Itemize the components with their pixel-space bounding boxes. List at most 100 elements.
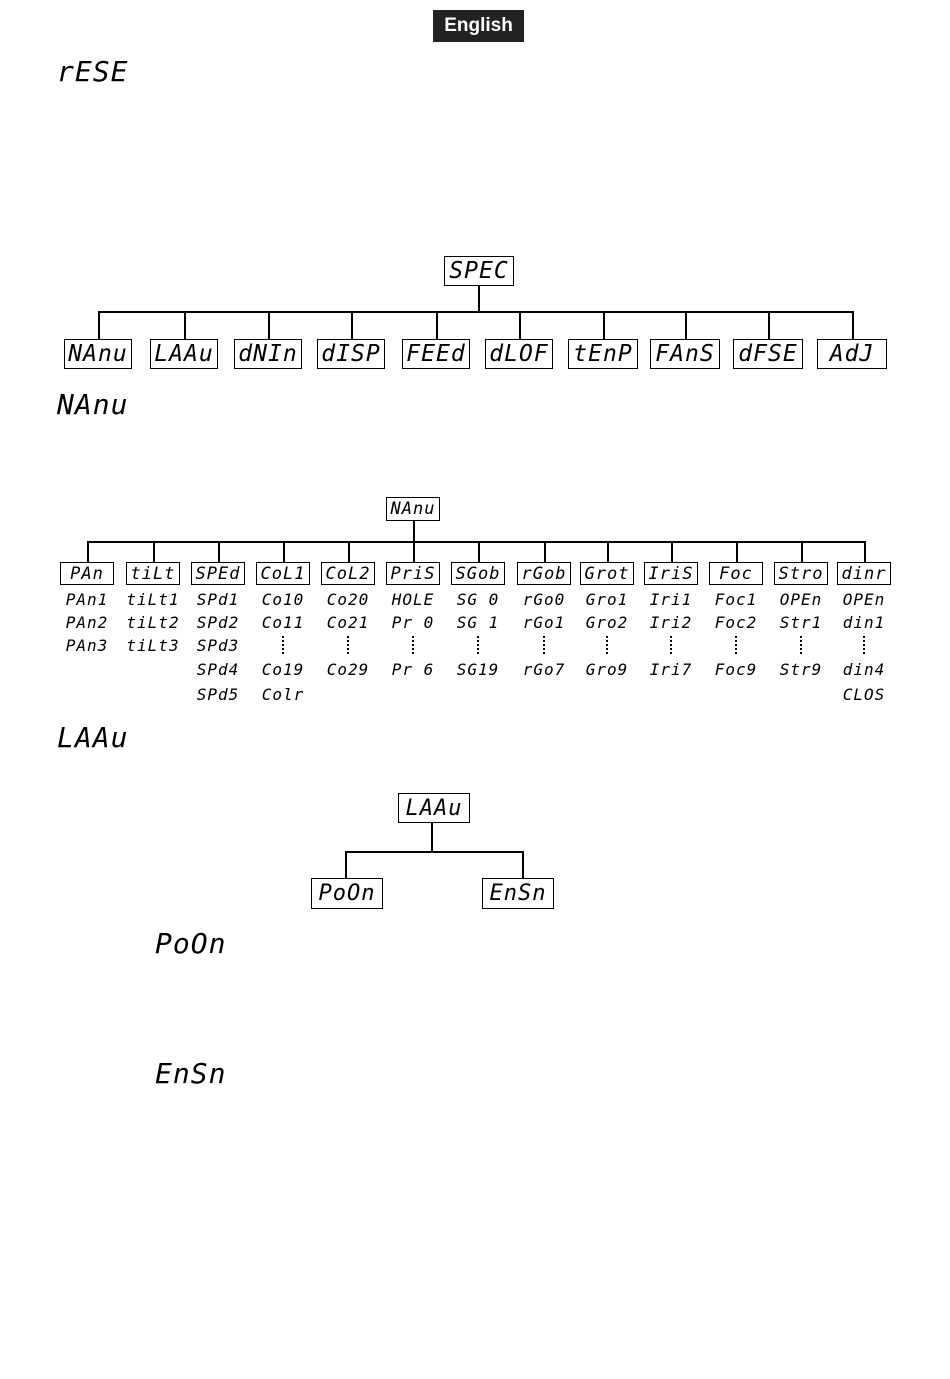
manu-branch-drop — [478, 541, 480, 562]
manu-sub-item: Gro1 — [585, 590, 629, 609]
manu-sub-item: OPEn — [779, 590, 823, 609]
manu-column-box: Stro — [774, 562, 828, 585]
continuation-dots — [412, 636, 416, 654]
manu-sub-item: OPEn — [842, 590, 886, 609]
manu-branch-drop — [671, 541, 673, 562]
manu-sub-item: Co21 — [326, 613, 370, 632]
spec-child-box: dISP — [317, 339, 385, 369]
manu-column-box: CoL1 — [256, 562, 310, 585]
laau-root-box: LAAu — [398, 793, 470, 823]
spec-child-box: AdJ — [817, 339, 887, 369]
manu-column-box: CoL2 — [321, 562, 375, 585]
manu-sub-item: din4 — [842, 660, 886, 679]
spec-child-box: tEnP — [568, 339, 638, 369]
continuation-dots — [800, 636, 804, 654]
manu-branch-drop — [736, 541, 738, 562]
manu-sub-item: Foc2 — [714, 613, 758, 632]
manu-sub-item: Co19 — [261, 660, 305, 679]
manu-sub-item: Co20 — [326, 590, 370, 609]
manu-sub-item: Colr — [261, 685, 305, 704]
language-badge: English — [433, 10, 524, 42]
manu-branch-drop — [544, 541, 546, 562]
spec-branch-line — [98, 311, 854, 313]
manu-branch-drop — [413, 541, 415, 562]
spec-child-box: dLOF — [485, 339, 553, 369]
spec-branch-drop — [519, 311, 521, 340]
manu-sub-item: rGo1 — [522, 613, 566, 632]
laau-root-stem — [431, 823, 433, 852]
manu-column-box: dinr — [837, 562, 891, 585]
manu-column-box: PAn — [60, 562, 114, 585]
manu-sub-item: PAn2 — [65, 613, 109, 632]
continuation-dots — [477, 636, 481, 654]
manu-root-stem — [413, 521, 415, 542]
manu-sub-item: SPd2 — [196, 613, 240, 632]
manu-sub-item: tiLt3 — [126, 636, 180, 655]
spec-root-box: SPEC — [444, 256, 514, 286]
spec-branch-drop — [351, 311, 353, 340]
manu-sub-item: CLOS — [842, 685, 886, 704]
manu-branch-drop — [153, 541, 155, 562]
manu-branch-drop — [348, 541, 350, 562]
continuation-dots — [735, 636, 739, 654]
manu-sub-item: Co29 — [326, 660, 370, 679]
spec-child-box: LAAu — [150, 339, 218, 369]
manu-branch-line — [87, 541, 865, 543]
manu-sub-item: Str1 — [779, 613, 823, 632]
heading-poon: PoOn — [155, 927, 227, 960]
continuation-dots — [347, 636, 351, 654]
manu-branch-drop — [218, 541, 220, 562]
spec-branch-drop — [852, 311, 854, 340]
manu-column-box: rGob — [517, 562, 571, 585]
manu-sub-item: tiLt1 — [126, 590, 180, 609]
manu-sub-item: Iri7 — [649, 660, 693, 679]
manu-sub-item: Str9 — [779, 660, 823, 679]
spec-child-box: FAnS — [650, 339, 720, 369]
manu-sub-item: SPd4 — [196, 660, 240, 679]
manu-column-box: SPEd — [191, 562, 245, 585]
manu-sub-item: HOLE — [391, 590, 435, 609]
laau-branch-drop — [345, 851, 347, 878]
manu-sub-item: PAn1 — [65, 590, 109, 609]
heading-laau: LAAu — [57, 721, 129, 754]
manu-sub-item: Pr 0 — [391, 613, 435, 632]
manu-root-box: NAnu — [386, 497, 440, 521]
manu-sub-item: din1 — [842, 613, 886, 632]
manu-column-box: IriS — [644, 562, 698, 585]
manu-sub-item: Iri1 — [649, 590, 693, 609]
continuation-dots — [863, 636, 867, 654]
manu-column-box: tiLt — [126, 562, 180, 585]
spec-branch-drop — [436, 311, 438, 340]
manu-sub-item: tiLt2 — [126, 613, 180, 632]
laau-branch-line — [345, 851, 523, 853]
spec-child-box: dFSE — [733, 339, 803, 369]
manu-branch-drop — [801, 541, 803, 562]
manu-column-box: Grot — [580, 562, 634, 585]
manu-column-box: SGob — [451, 562, 505, 585]
manu-sub-item: rGo0 — [522, 590, 566, 609]
spec-child-box: FEEd — [402, 339, 470, 369]
manu-sub-item: SPd5 — [196, 685, 240, 704]
laau-child-box: PoOn — [311, 878, 383, 909]
manu-column-box: Foc — [709, 562, 763, 585]
laau-child-box: EnSn — [482, 878, 554, 909]
manu-sub-item: SPd3 — [196, 636, 240, 655]
spec-branch-drop — [685, 311, 687, 340]
manu-sub-item: SG 0 — [456, 590, 500, 609]
laau-branch-drop — [522, 851, 524, 878]
manu-sub-item: PAn3 — [65, 636, 109, 655]
manu-sub-item: SG 1 — [456, 613, 500, 632]
manu-sub-item: Gro2 — [585, 613, 629, 632]
manu-branch-drop — [87, 541, 89, 562]
continuation-dots — [606, 636, 610, 654]
manu-sub-item: Foc1 — [714, 590, 758, 609]
manu-sub-item: Co10 — [261, 590, 305, 609]
spec-branch-drop — [768, 311, 770, 340]
spec-child-box: dNIn — [234, 339, 302, 369]
spec-root-stem — [478, 286, 480, 312]
spec-branch-drop — [603, 311, 605, 340]
manu-sub-item: SG19 — [456, 660, 500, 679]
manu-sub-item: rGo7 — [522, 660, 566, 679]
spec-branch-drop — [98, 311, 100, 340]
spec-child-box: NAnu — [64, 339, 132, 369]
